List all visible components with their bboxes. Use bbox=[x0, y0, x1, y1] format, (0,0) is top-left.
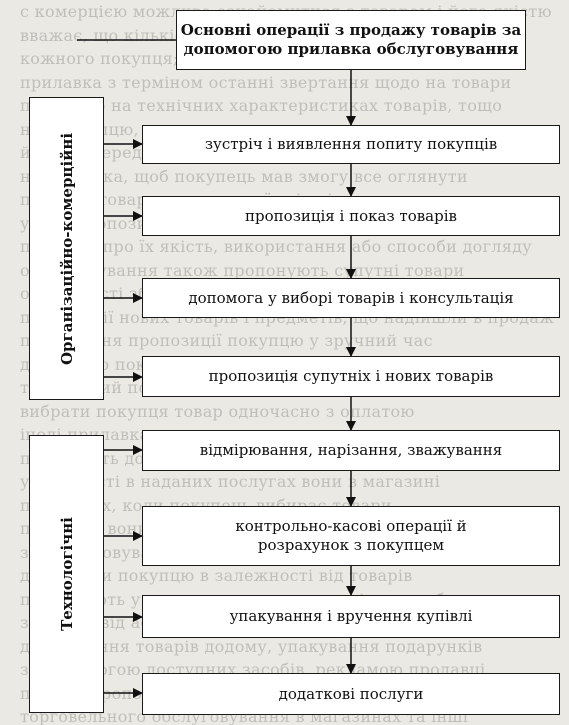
step-box-7: упакування і вручення купівлі bbox=[142, 595, 560, 638]
diagram-title: Основні операції з продажу товарів за до… bbox=[176, 10, 526, 70]
step-box-2: пропозиція і показ товарів bbox=[142, 196, 560, 236]
step-box-1: зустріч і виявлення попиту покупців bbox=[142, 125, 560, 164]
diagram-title-text: Основні операції з продажу товарів за до… bbox=[180, 21, 522, 58]
step-label-4: пропозиція супутніх і нових товарів bbox=[208, 367, 494, 386]
step-label-1: зустріч і виявлення попиту покупців bbox=[204, 135, 498, 154]
step-label-2: пропозиція і показ товарів bbox=[245, 206, 457, 225]
step-box-4: пропозиція супутніх і нових товарів bbox=[142, 356, 560, 397]
step-label-5: відмірювання, нарізання, зважування bbox=[199, 441, 503, 460]
group-technological: Технологічні bbox=[29, 435, 104, 713]
group-technological-label: Технологічні bbox=[57, 517, 76, 631]
step-box-6: контрольно-касові операції й розрахунок … bbox=[142, 506, 560, 566]
step-label-6: контрольно-касові операції й розрахунок … bbox=[235, 517, 467, 554]
step-label-7: упакування і вручення купівлі bbox=[229, 607, 473, 626]
step-box-8: додаткові послуги bbox=[142, 673, 560, 715]
group-organizational: Організаційно-комерційні bbox=[29, 97, 104, 400]
step-label-3: допомога у виборі товарів і консультація bbox=[188, 288, 514, 307]
group-organizational-label: Організаційно-комерційні bbox=[57, 132, 76, 365]
step-box-5: відмірювання, нарізання, зважування bbox=[142, 430, 560, 471]
step-label-8: додаткові послуги bbox=[278, 684, 424, 703]
group-connectors bbox=[77, 39, 176, 698]
step-box-3: допомога у виборі товарів і консультація bbox=[142, 278, 560, 318]
